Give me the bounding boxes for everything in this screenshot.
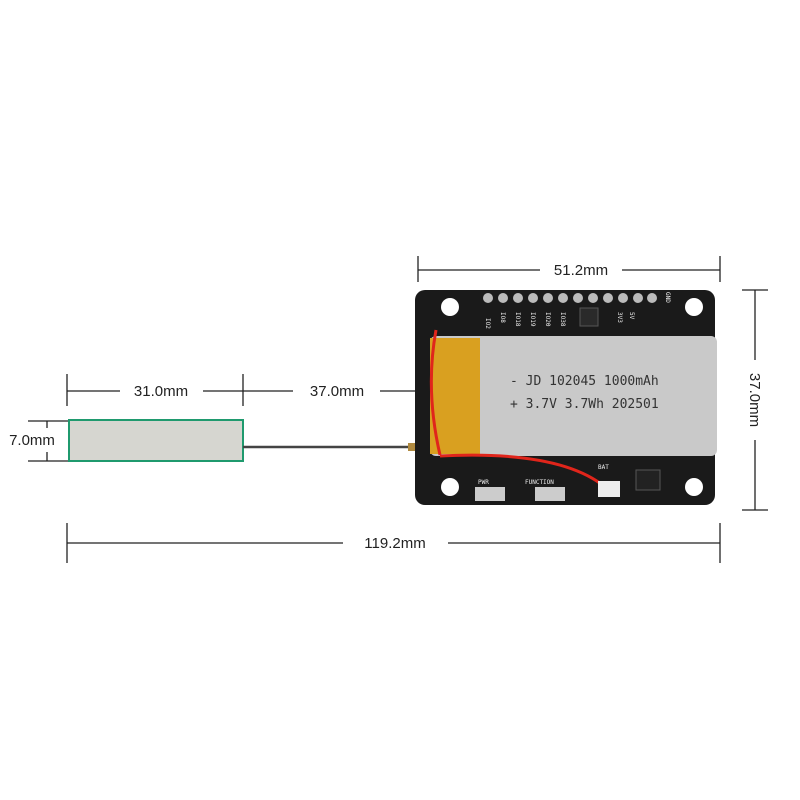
function-label: FUNCTION <box>525 479 554 486</box>
pin-label: IO19 <box>529 312 536 327</box>
dimension-lines <box>28 256 768 563</box>
board-width-label: 51.2mm <box>554 262 608 279</box>
antenna-length-label: 31.0mm <box>134 383 188 400</box>
pwr-button <box>475 487 505 501</box>
function-button <box>535 487 565 501</box>
battery-wire <box>439 453 606 489</box>
header-pins <box>483 293 657 303</box>
total-length-label: 119.2mm <box>364 535 425 552</box>
pin-label: IO18 <box>514 312 521 327</box>
antenna-height-label: 7.0mm <box>9 432 55 449</box>
battery-label-line2: + 3.7V 3.7Wh 202501 <box>510 397 659 412</box>
pcb-board: IO2 IO8 IO18 IO19 IO20 IO38 3V3 5V GND -… <box>415 290 717 505</box>
battery-connector <box>598 481 620 497</box>
battery <box>430 336 717 456</box>
ipex-connector <box>408 443 416 451</box>
antenna <box>68 419 416 462</box>
pin-label: IO8 <box>499 312 506 323</box>
pin-label: IO20 <box>544 312 551 327</box>
battery-label-line1: - JD 102045 1000mAh <box>510 374 659 389</box>
gnd-label: GND <box>664 292 671 303</box>
pwr-label: PWR <box>478 479 489 486</box>
cable-length-label: 37.0mm <box>310 383 364 400</box>
kapton-tape <box>430 338 480 454</box>
board-height-label: 37.0mm <box>746 373 763 427</box>
pin-label: 3V3 <box>616 312 623 323</box>
bat-label: BAT <box>598 464 609 471</box>
pin-label: 5V <box>628 312 635 320</box>
pin-label: IO2 <box>484 318 491 329</box>
pin-label: IO38 <box>559 312 566 327</box>
